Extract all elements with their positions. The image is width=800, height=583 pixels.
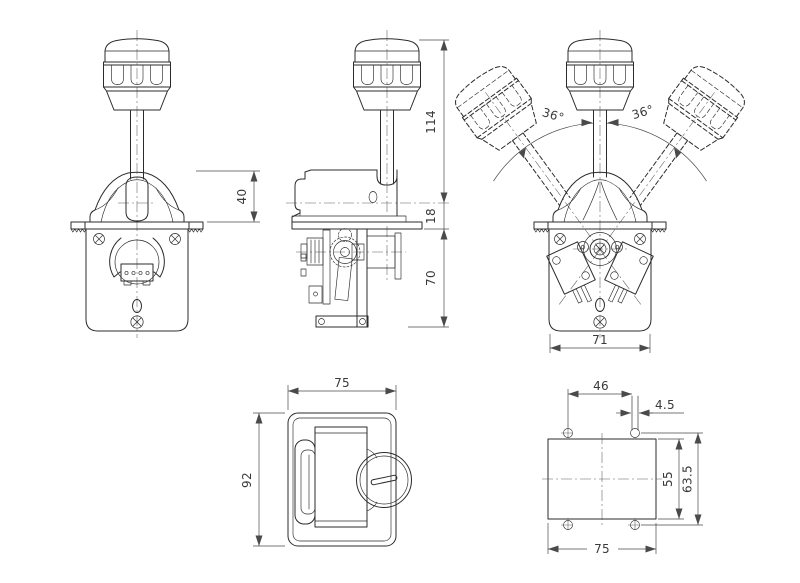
dim-label-55: 55 — [661, 471, 675, 487]
microswitch-right — [604, 241, 654, 304]
travel-arc: 36° 36° — [493, 102, 707, 182]
travel-view: 36° 36° — [448, 30, 752, 353]
front-wire-hole — [132, 299, 142, 313]
cutout-slot — [631, 395, 639, 431]
side-mechanism — [300, 228, 402, 328]
dim-label-angle-left: 36° — [541, 105, 566, 125]
dim-label-18: 18 — [424, 208, 438, 224]
front-view: 40 — [70, 30, 260, 338]
dim-label-63-5: 63.5 — [681, 465, 695, 493]
cutout-holes — [561, 426, 642, 532]
dim-dome-height: 40 — [196, 170, 260, 223]
dim-hole-row-height: 63.5 — [641, 432, 703, 526]
dim-top-width: 75 — [287, 376, 397, 410]
side-flange — [291, 221, 423, 230]
dim-label-40: 40 — [235, 189, 249, 205]
dim-label-70: 70 — [424, 270, 438, 286]
top-lever-assembly — [294, 426, 412, 528]
panel-cutout-view: 46 4.5 55 63.5 75 — [542, 379, 703, 556]
dim-label-92: 92 — [240, 472, 254, 488]
dim-label-46: 46 — [593, 379, 609, 393]
dim-cutout-height: 55 — [658, 438, 684, 520]
dim-hole-spacing: 46 — [567, 379, 632, 427]
top-flange-inner — [292, 417, 392, 542]
microswitch-left — [546, 241, 596, 304]
dim-label-114: 114 — [424, 110, 438, 134]
dim-label-71: 71 — [592, 333, 608, 347]
top-view: 75 92 — [240, 376, 412, 547]
front-connector — [109, 237, 165, 286]
dim-label-4-5: 4.5 — [655, 398, 675, 412]
travel-shaft — [593, 109, 607, 178]
side-shaft — [380, 109, 394, 185]
side-housing — [291, 169, 407, 223]
dim-cutout-width: 75 — [547, 523, 657, 556]
travel-screw-left — [554, 233, 566, 245]
top-knob-slot — [370, 474, 398, 486]
travel-wire-hole — [595, 298, 605, 312]
side-view: 114 18 70 — [286, 30, 449, 328]
dim-label-angle-right: 36° — [630, 102, 655, 122]
dim-label-top-75: 75 — [334, 376, 350, 390]
dim-top-depth: 92 — [240, 412, 285, 547]
dim-base-width: 71 — [549, 333, 651, 353]
front-screw-right — [169, 233, 181, 245]
dim-label-bottom-75: 75 — [594, 542, 610, 556]
ghost-lever-left — [448, 58, 604, 256]
top-knob-circle — [356, 452, 412, 508]
dim-column-right: 114 18 70 — [408, 39, 449, 328]
front-shaft — [130, 109, 144, 180]
ghost-lever-right — [596, 58, 752, 256]
travel-screw-right — [634, 233, 646, 245]
dim-slot-width: 4.5 — [616, 398, 684, 417]
front-lever-boss — [125, 176, 149, 222]
side-gear — [329, 236, 361, 268]
front-screw-left — [93, 233, 105, 245]
travel-dome-slot — [582, 181, 618, 221]
